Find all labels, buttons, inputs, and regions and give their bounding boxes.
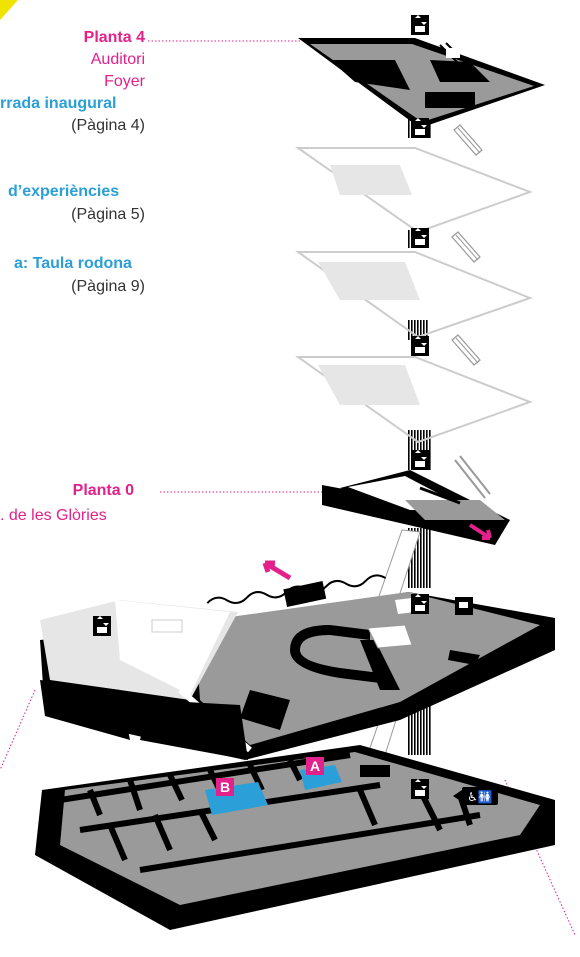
escalator-icon xyxy=(453,124,483,156)
elevator-icon[interactable] xyxy=(411,779,429,799)
accessible-restroom-glyph: ♿🚻 xyxy=(467,790,493,804)
outdoor-wave xyxy=(206,574,387,605)
foyer-label: Foyer xyxy=(104,73,145,90)
experiences-label: d’experiències xyxy=(8,183,120,200)
arrow-icon xyxy=(468,523,492,540)
ground-floor[interactable] xyxy=(40,592,555,760)
corner-accent xyxy=(0,0,18,20)
floor-4-title: Planta 4 xyxy=(83,29,145,46)
arrow-icon xyxy=(453,790,462,802)
elevator-icon[interactable] xyxy=(411,336,429,356)
elevator-icon[interactable] xyxy=(411,450,429,470)
floor-1[interactable] xyxy=(294,356,533,444)
escalator-icon xyxy=(451,334,481,366)
room-a-label: A xyxy=(310,758,320,774)
auditorium-label: Auditori xyxy=(90,51,145,68)
room-b-badge xyxy=(216,778,234,796)
coffee-cup-icon-inner xyxy=(459,602,468,608)
elevator-icon[interactable] xyxy=(93,616,111,636)
page-5-ref[interactable]: (Pàgina 5) xyxy=(71,206,145,223)
basement-floor[interactable] xyxy=(35,745,555,930)
arrow-icon xyxy=(262,560,292,581)
elevator-icon[interactable] xyxy=(411,594,429,614)
room-a-badge xyxy=(306,757,324,775)
page-4-ref[interactable]: (Pàgina 4) xyxy=(71,117,145,134)
round-table-label: a: Taula rodona xyxy=(14,255,132,272)
accessible-restroom-icon[interactable] xyxy=(462,787,498,805)
escalator-icon xyxy=(451,231,481,263)
elevator-icon[interactable] xyxy=(411,15,429,35)
floor-3[interactable] xyxy=(294,147,533,234)
leader-line-bottom-left xyxy=(0,689,36,771)
floor-0-title: Planta 0 xyxy=(72,482,134,499)
floor-2[interactable] xyxy=(294,251,533,339)
elevator-icon[interactable] xyxy=(411,228,429,248)
opening-session-label: rrada inaugural xyxy=(0,95,117,112)
floor-4[interactable] xyxy=(298,38,545,128)
page-9-ref[interactable]: (Pàgina 9) xyxy=(71,278,145,295)
crosswalk xyxy=(283,581,327,607)
elevator-icon[interactable] xyxy=(411,118,429,138)
floor-0[interactable] xyxy=(322,455,510,545)
glories-label: . de les Glòries xyxy=(0,507,107,524)
room-b-label: B xyxy=(220,779,230,795)
